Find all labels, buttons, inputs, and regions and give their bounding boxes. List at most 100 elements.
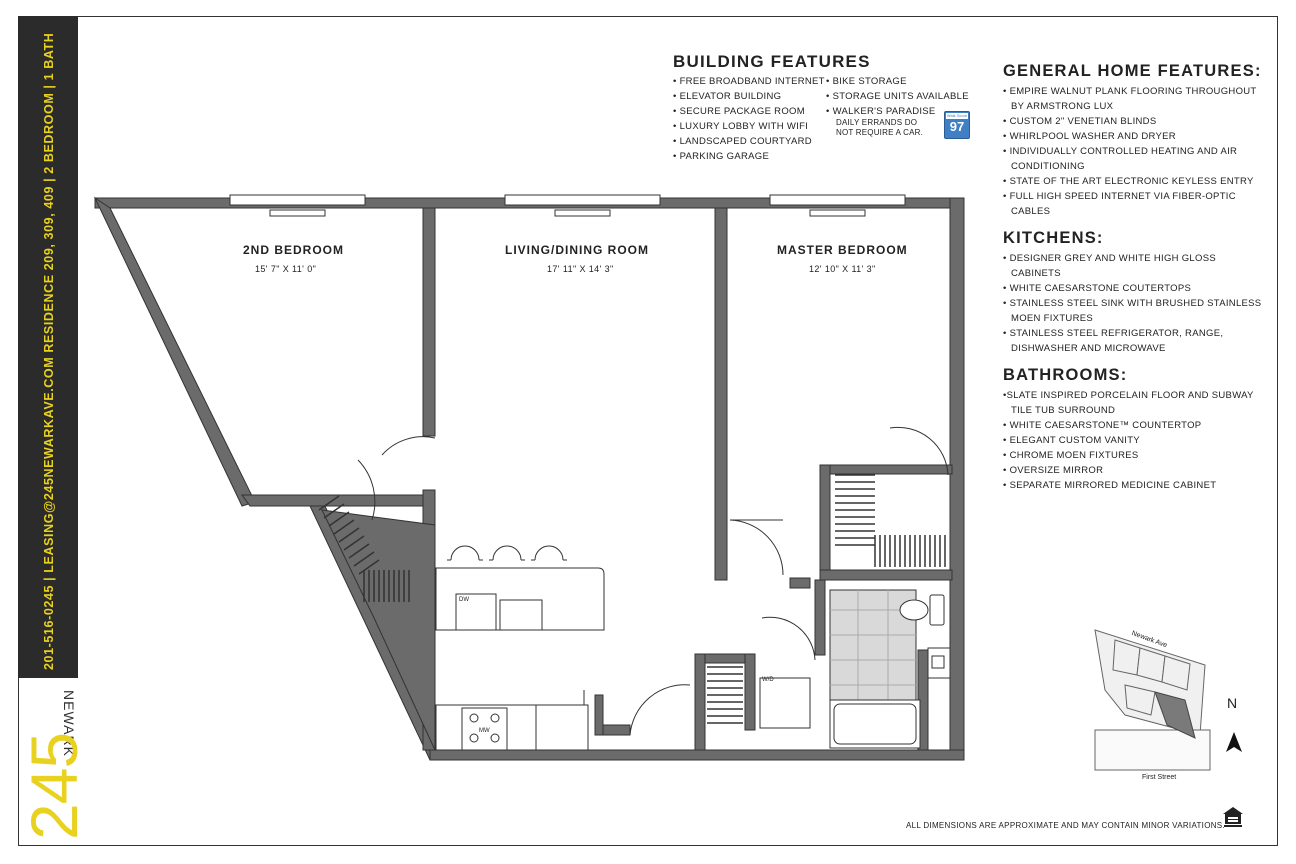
burner	[490, 713, 500, 723]
kitchen-sink	[499, 599, 543, 631]
list-item: DESIGNER GREY AND WHITE HIGH GLOSS CABIN…	[1003, 251, 1268, 281]
map-building	[1124, 684, 1156, 716]
closet-hangers-master-side	[835, 474, 875, 546]
general-list: EMPIRE WALNUT PLANK FLOORING THROUGHOUT …	[1003, 84, 1268, 219]
list-item: STAINLESS STEEL REFRIGERATOR, RANGE, DIS…	[1003, 326, 1268, 356]
wall-bath-left	[814, 579, 826, 656]
wall-entry-post	[594, 694, 604, 736]
list-item: EMPIRE WALNUT PLANK FLOORING THROUGHOUT …	[1003, 84, 1268, 114]
door-entry-swing	[629, 684, 691, 736]
burner	[469, 733, 479, 743]
brand-number: 245	[17, 732, 91, 840]
room-dim-bed2: 15' 7" X 11' 0"	[255, 264, 317, 274]
walk-score-badge: Walk Score 97	[944, 111, 970, 139]
list-item: STORAGE UNITS AVAILABLE	[826, 89, 969, 104]
list-item: OVERSIZE MIRROR	[1003, 463, 1268, 478]
washer-dryer	[759, 677, 811, 729]
list-item: FULL HIGH SPEED INTERNET VIA FIBER-OPTIC…	[1003, 189, 1268, 219]
building-features-title: BUILDING FEATURES	[673, 52, 871, 71]
wall-living-master	[714, 207, 728, 581]
building-features-col1: FREE BROADBAND INTERNET ELEVATOR BUILDIN…	[673, 74, 825, 164]
building-features-col2: BIKE STORAGE STORAGE UNITS AVAILABLE WAL…	[826, 74, 969, 119]
brand-strip	[18, 16, 78, 678]
burner	[469, 713, 479, 723]
list-item: LANDSCAPED COURTYARD	[673, 134, 825, 149]
map-lower-block	[1094, 729, 1211, 771]
room-name-living: LIVING/DINING ROOM	[505, 243, 649, 257]
window-bed2	[229, 194, 366, 206]
dishwasher	[455, 593, 497, 631]
map-building	[1161, 655, 1191, 691]
list-item: WHIRLPOOL WASHER AND DRYER	[1003, 129, 1268, 144]
closet-hangers-hall	[707, 666, 743, 724]
closet-hangers-master	[874, 535, 946, 567]
list-item: WALKER'S PARADISE	[826, 104, 969, 119]
wall-closet-top	[819, 464, 953, 475]
walk-score-value: 97	[949, 119, 965, 134]
wd-label: W/D	[762, 677, 774, 683]
vent-master	[809, 209, 866, 217]
wall-bottom	[429, 749, 965, 761]
wall-laundry-left	[694, 653, 706, 751]
bar-stools	[450, 545, 564, 561]
room-name-master: MASTER BEDROOM	[777, 243, 908, 257]
list-item: STATE OF THE ART ELECTRONIC KEYLESS ENTR…	[1003, 174, 1268, 189]
bathtub-inner	[833, 703, 917, 745]
kitchens-list: DESIGNER GREY AND WHITE HIGH GLOSS CABIN…	[1003, 251, 1268, 356]
list-item: ELEGANT CUSTOM VANITY	[1003, 433, 1268, 448]
wall-laundry-right	[744, 653, 756, 731]
toilet-tank	[929, 594, 945, 626]
walk-note: DAILY ERRANDS DO NOT REQUIRE A CAR.	[836, 118, 924, 137]
closet-hangers-bed2-lower	[363, 570, 410, 602]
map-highlight-unit	[1154, 691, 1196, 739]
disclaimer: ALL DIMENSIONS ARE APPROXIMATE AND MAY C…	[906, 821, 1225, 830]
room-name-bed2: 2ND BEDROOM	[243, 243, 345, 257]
north-label: N	[1227, 695, 1238, 711]
wall-diagonal-upper	[93, 196, 256, 507]
list-item: PARKING GARAGE	[673, 149, 825, 164]
list-item: STAINLESS STEEL SINK WITH BRUSHED STAINL…	[1003, 296, 1268, 326]
room-dim-master: 12' 10" X 11' 3"	[809, 264, 876, 274]
list-item: LUXURY LOBBY WITH WIFI	[673, 119, 825, 134]
door-master-closet-swing	[889, 426, 949, 476]
burner	[490, 733, 500, 743]
list-item: WHITE CAESARSTONE™ COUNTERTOP	[1003, 418, 1268, 433]
contact-line: 201-516-0245 | LEASING@245NEWARKAVE.COM …	[42, 32, 56, 670]
map-street-bottom: First Street	[1142, 774, 1177, 781]
kitchens-title: KITCHENS:	[1003, 229, 1104, 247]
list-item: CUSTOM 2" VENETIAN BLINDS	[1003, 114, 1268, 129]
walk-score-label: Walk Score	[946, 113, 968, 119]
list-item: INDIVIDUALLY CONTROLLED HEATING AND AIR …	[1003, 144, 1268, 174]
wall-closet-bottom	[819, 569, 953, 581]
wall-right	[949, 197, 965, 761]
bathrooms-title: BATHROOMS:	[1003, 366, 1128, 384]
list-item: SLATE INSPIRED PORCELAIN FLOOR AND SUBWA…	[1003, 388, 1268, 418]
closet-hangers-bed2	[318, 495, 380, 575]
list-item: SEPARATE MIRRORED MEDICINE CABINET	[1003, 478, 1268, 493]
room-dim-living: 17' 11" X 14' 3"	[547, 264, 614, 274]
range	[461, 707, 508, 751]
wall-closet-left	[819, 464, 831, 581]
vanity-sink	[931, 655, 945, 669]
list-item: FREE BROADBAND INTERNET	[673, 74, 825, 89]
vent-living	[554, 209, 611, 217]
toilet-bowl	[899, 599, 929, 621]
door-bath-swing	[761, 616, 816, 661]
wall-corner-fill	[321, 509, 436, 751]
vent-bed2	[269, 209, 326, 217]
door-bed2-swing	[381, 436, 436, 456]
north-arrow-icon	[1226, 732, 1242, 752]
door-master-swing	[729, 519, 784, 576]
list-item: CHROME MOEN FIXTURES	[1003, 448, 1268, 463]
bathrooms-list: SLATE INSPIRED PORCELAIN FLOOR AND SUBWA…	[1003, 388, 1268, 493]
door-closet-swing	[357, 459, 376, 521]
general-title: GENERAL HOME FEATURES:	[1003, 62, 1262, 80]
list-item: SECURE PACKAGE ROOM	[673, 104, 825, 119]
home-features-column: GENERAL HOME FEATURES: EMPIRE WALNUT PLA…	[1003, 62, 1268, 503]
list-item: BIKE STORAGE	[826, 74, 969, 89]
wall-closet-master	[789, 577, 811, 589]
key-map	[1094, 629, 1211, 771]
refrigerator	[535, 704, 589, 751]
list-item: ELEVATOR BUILDING	[673, 89, 825, 104]
wall-bed2-living	[422, 207, 436, 437]
